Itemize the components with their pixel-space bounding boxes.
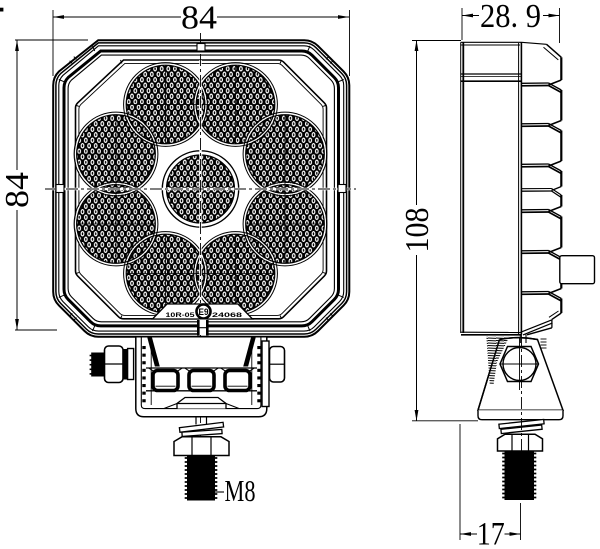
svg-text:24068: 24068 — [212, 312, 243, 319]
svg-text:28. 9: 28. 9 — [480, 0, 541, 35]
svg-text:84: 84 — [181, 0, 217, 36]
svg-text:84: 84 — [0, 172, 36, 208]
svg-text:108: 108 — [399, 208, 436, 253]
svg-text:M8: M8 — [225, 473, 256, 508]
svg-text:10R-05: 10R-05 — [166, 312, 196, 319]
svg-text:E9: E9 — [199, 307, 209, 317]
svg-text:17: 17 — [477, 517, 505, 549]
